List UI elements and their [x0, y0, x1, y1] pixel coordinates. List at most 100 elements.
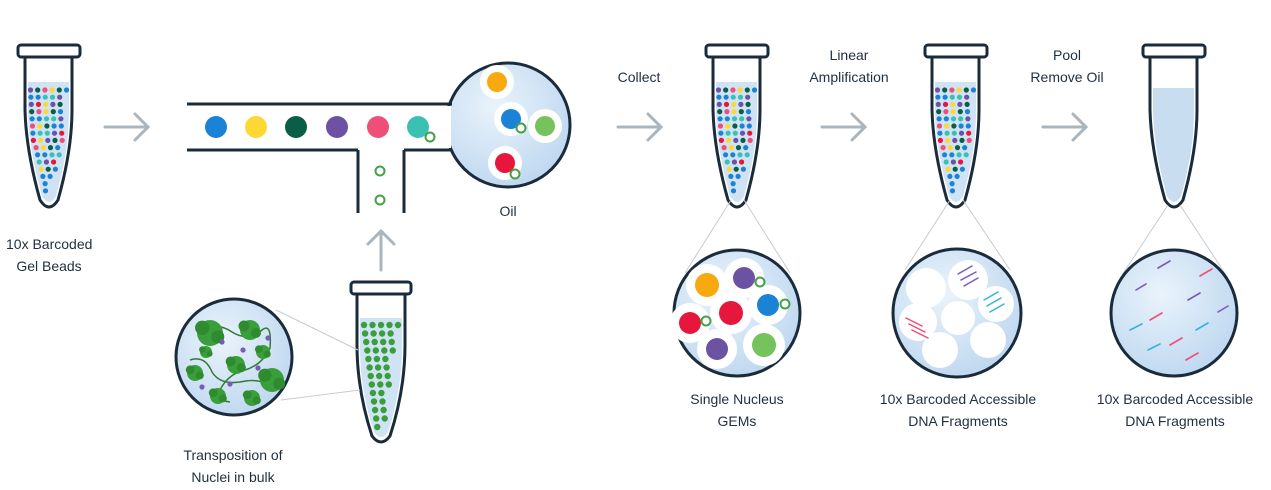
pool-label-line1: Pool	[1052, 47, 1082, 63]
bead-dot	[728, 173, 734, 179]
bead-dot	[36, 159, 42, 165]
bead-dot	[47, 145, 54, 151]
bead-dot	[37, 123, 43, 129]
nucleus-dot	[380, 338, 387, 346]
bead-dot	[51, 123, 57, 129]
bead-dot	[63, 87, 70, 93]
empty-gems	[899, 260, 1014, 368]
fragments-zoom-circle	[891, 247, 1023, 379]
nucleus-lobe	[206, 350, 213, 357]
nucleus-dot	[365, 355, 372, 363]
bead-dot	[737, 94, 744, 100]
bead	[719, 301, 743, 325]
bead	[495, 153, 515, 173]
zoom-lines	[1121, 204, 1227, 276]
bead-dot	[40, 173, 46, 179]
bead-dot	[724, 116, 730, 122]
nucleus-lobe	[225, 356, 236, 367]
bead-dot	[935, 94, 941, 100]
droplet	[326, 116, 348, 138]
bead-dot	[732, 130, 738, 136]
bead-dot	[44, 123, 50, 129]
linear-amplification-line2: Amplification	[809, 69, 889, 85]
collect-label: Collect	[617, 69, 661, 85]
nucleus-lobe	[252, 396, 261, 405]
bead-dot	[751, 87, 758, 93]
bead-dot	[59, 137, 65, 143]
accessible-fragments-2-line2: DNA Fragments	[1125, 413, 1225, 429]
bead-dot	[56, 152, 62, 158]
oil-label: Oil	[499, 203, 517, 219]
bead-dot	[30, 130, 36, 136]
bead-dot	[42, 94, 48, 100]
bead-dot	[58, 116, 64, 122]
bead-dot	[959, 166, 966, 172]
nucleus-dot	[369, 389, 377, 397]
transposase-dot	[240, 347, 246, 353]
bead-dot	[726, 166, 732, 172]
dna-fragments	[905, 265, 1005, 339]
bead-dot	[43, 101, 49, 107]
bead-dot	[735, 173, 741, 179]
bead-dot	[947, 173, 953, 179]
pool-remove-oil-label: Pool Remove Oil	[1020, 44, 1114, 88]
nucleus-dot	[372, 347, 379, 354]
bead-dot	[35, 87, 41, 93]
pooled-zoom-circle	[1109, 248, 1239, 378]
bead-dot	[964, 101, 970, 107]
single-nucleus-line2: GEMs	[717, 413, 757, 429]
droplet	[367, 116, 389, 138]
bead-dot	[37, 130, 43, 136]
bead-dot	[739, 159, 745, 165]
bead-dot	[716, 101, 722, 107]
bead-dot	[733, 166, 739, 172]
bead-dot	[57, 109, 64, 115]
bead-dot	[737, 87, 743, 93]
bead-dot	[56, 87, 62, 93]
bead-dot	[45, 137, 51, 143]
bead-dot	[52, 137, 58, 143]
microfluidic-channel	[187, 102, 448, 213]
nucleus-dot	[374, 364, 382, 371]
bead-dot	[38, 166, 44, 172]
bead	[757, 294, 779, 316]
bead-dot	[959, 137, 965, 143]
nucleus-dot	[380, 406, 387, 414]
bead-dot	[965, 116, 971, 122]
bead-dot	[945, 137, 951, 143]
bead-dot	[28, 94, 34, 100]
bead-dot	[740, 137, 746, 143]
droplet	[205, 116, 227, 138]
bead-dot	[42, 181, 48, 187]
oil-reservoir	[443, 61, 572, 189]
bead-dot	[934, 87, 941, 93]
bead-dot	[730, 152, 736, 158]
bead-dot	[42, 188, 49, 194]
bead-dot	[40, 145, 46, 151]
bead-dot	[731, 109, 737, 115]
amplification-tube	[923, 43, 989, 209]
bead-dot	[746, 116, 752, 122]
bead-dot	[739, 116, 745, 122]
bead-dot	[738, 109, 744, 115]
bead-dot	[49, 152, 55, 158]
transposition-label-line1: Transposition of	[183, 447, 283, 463]
bead-dot	[43, 116, 50, 122]
bead-dot	[956, 94, 963, 100]
bead-dot	[951, 130, 957, 136]
bead-dot	[744, 152, 750, 158]
bead-dot	[51, 159, 57, 165]
nucleus-dot	[370, 330, 377, 337]
bead-dot	[59, 130, 65, 136]
bead-dot	[57, 101, 63, 107]
bead-dot	[964, 94, 970, 100]
bead-dot	[962, 145, 968, 151]
gem-droplets	[670, 258, 791, 369]
oil-droplets	[480, 65, 562, 180]
nucleus-lobe	[242, 390, 252, 400]
bead-dot	[738, 101, 744, 107]
bead-dot	[744, 87, 750, 93]
nucleus-lobe	[258, 368, 272, 382]
bead-dot	[739, 123, 745, 129]
bead-dot	[723, 94, 729, 100]
